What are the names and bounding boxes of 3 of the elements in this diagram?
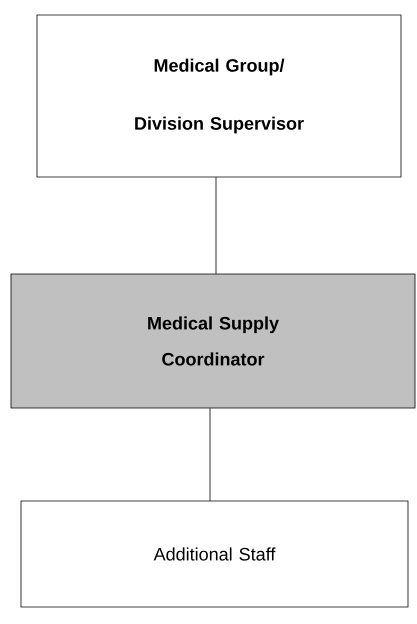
- org-box: Medical Supply Coordinator: [10, 274, 416, 408]
- org-box: Additional Staff: [20, 500, 408, 608]
- org-box: Medical Group/ Division Supervisor: [36, 14, 402, 178]
